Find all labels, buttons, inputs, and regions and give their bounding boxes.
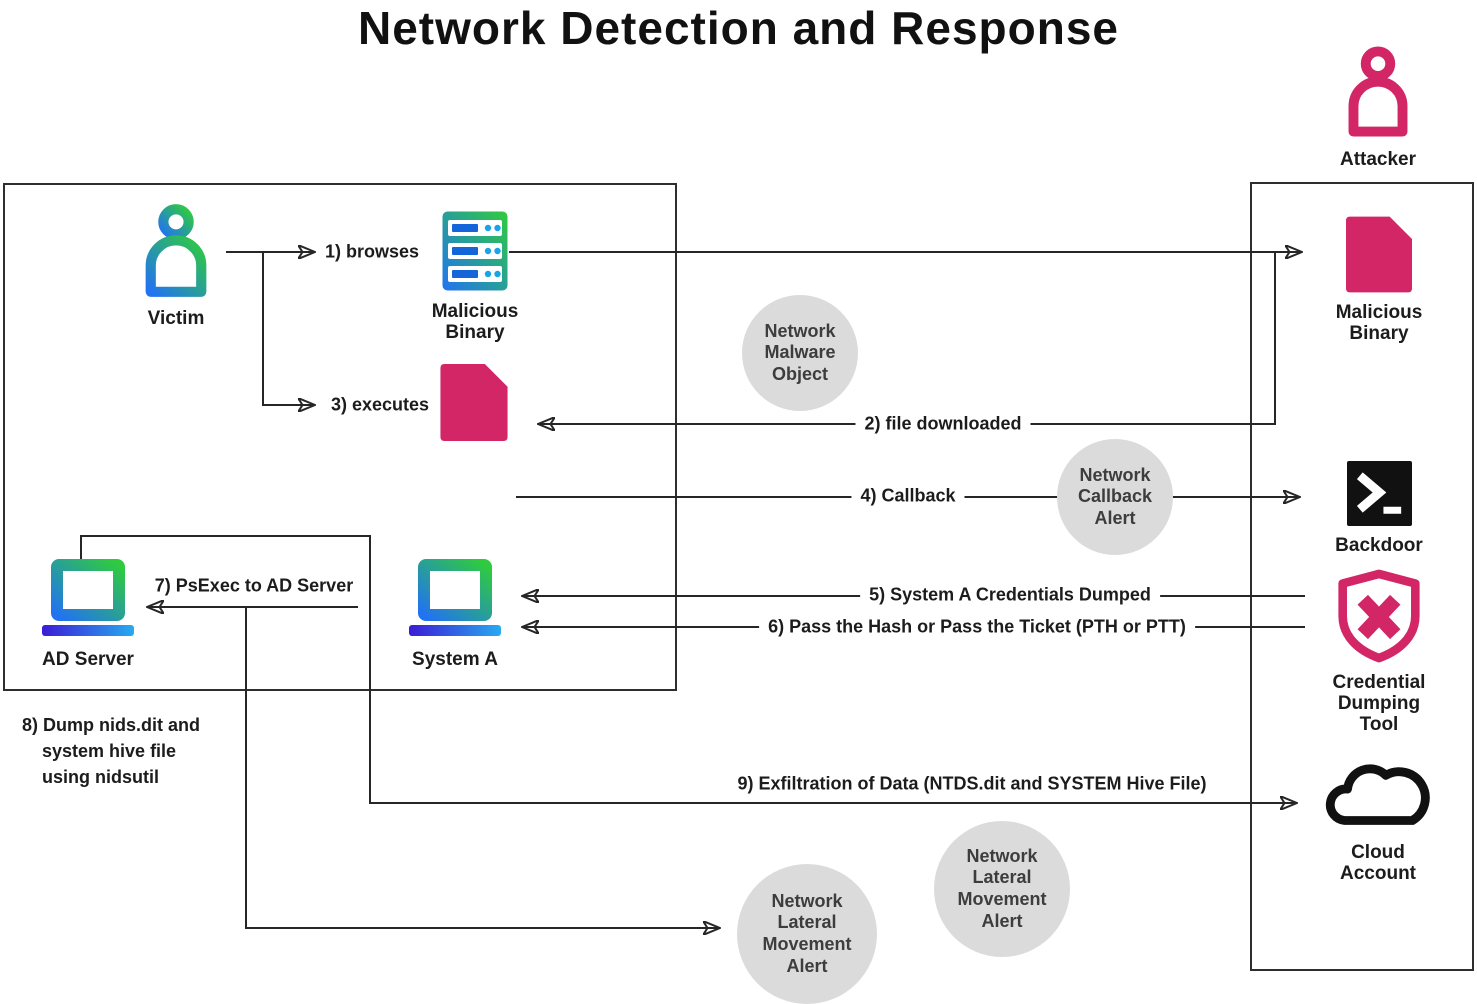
node-label: AD Server <box>42 649 134 670</box>
edge-label-pass-the-hash: 6) Pass the Hash or Pass the Ticket (PTH… <box>759 616 1195 638</box>
laptop-icon <box>42 559 134 636</box>
node-label: Cloud Account <box>1340 842 1416 884</box>
edge-label-psexec: 7) PsExec to AD Server <box>154 575 354 596</box>
edge-label-browses: 1) browses <box>324 241 420 262</box>
edge-label-executes: 3) executes <box>330 394 430 415</box>
node-system-a: System A <box>397 558 513 671</box>
person-icon <box>145 204 207 297</box>
laptop-icon <box>409 559 501 636</box>
node-ad-server: AD Server <box>30 558 146 671</box>
edge-label-callback: 4) Callback <box>851 485 965 507</box>
node-label: Credential Dumping Tool <box>1332 672 1426 735</box>
victim-network-box <box>3 183 677 691</box>
node-label: Malicious Binary <box>431 301 519 343</box>
edge-label-dump-ntds: 8) Dump nids.dit and system hive file us… <box>22 715 200 788</box>
edge-label-file-downloaded: 2) file downloaded <box>855 413 1031 435</box>
edge-exfiltration-line <box>80 535 1296 803</box>
node-victim: Victim <box>118 203 234 330</box>
node-malicious-binary-attacker: Malicious Binary <box>1321 216 1437 345</box>
alert-circle-network-malware-object: Network Malware Object <box>742 295 858 411</box>
shield-x-icon <box>1338 569 1420 663</box>
alert-circle-network-lateral-movement-1: Network Lateral Movement Alert <box>737 864 877 1004</box>
edge-label-exfiltration: 9) Exfiltration of Data (NTDS.dit and SY… <box>737 773 1207 794</box>
node-label: System A <box>412 649 498 670</box>
node-label: Attacker <box>1339 149 1417 170</box>
node-label: Victim <box>147 308 205 329</box>
node-malicious-binary-server: Malicious Binary <box>417 210 533 344</box>
edge-executes-line <box>262 253 314 405</box>
node-label: Malicious Binary <box>1335 302 1423 344</box>
terminal-icon <box>1346 461 1412 526</box>
node-credential-dumping-tool: Credential Dumping Tool <box>1321 569 1437 736</box>
node-label: Backdoor <box>1335 535 1423 556</box>
document-icon <box>440 364 508 441</box>
alert-circle-network-callback-alert: Network Callback Alert <box>1057 439 1173 555</box>
attacker-network-box <box>1250 182 1474 971</box>
diagram-title: Network Detection and Response <box>357 2 1120 54</box>
edge-lateral-movement-line <box>245 607 719 928</box>
person-icon <box>1348 46 1408 137</box>
edge-file-downloaded-line <box>539 253 1276 424</box>
alert-circle-network-lateral-movement-2: Network Lateral Movement Alert <box>934 821 1070 957</box>
node-attacker: Attacker <box>1320 44 1436 171</box>
edge-label-credentials-dumped: 5) System A Credentials Dumped <box>860 584 1160 606</box>
node-cloud-account: Cloud Account <box>1319 751 1437 885</box>
document-icon <box>1346 216 1412 293</box>
cloud-icon <box>1325 764 1430 825</box>
server-icon <box>442 211 508 291</box>
node-backdoor: Backdoor <box>1321 461 1437 557</box>
node-dropped-file <box>440 364 508 441</box>
